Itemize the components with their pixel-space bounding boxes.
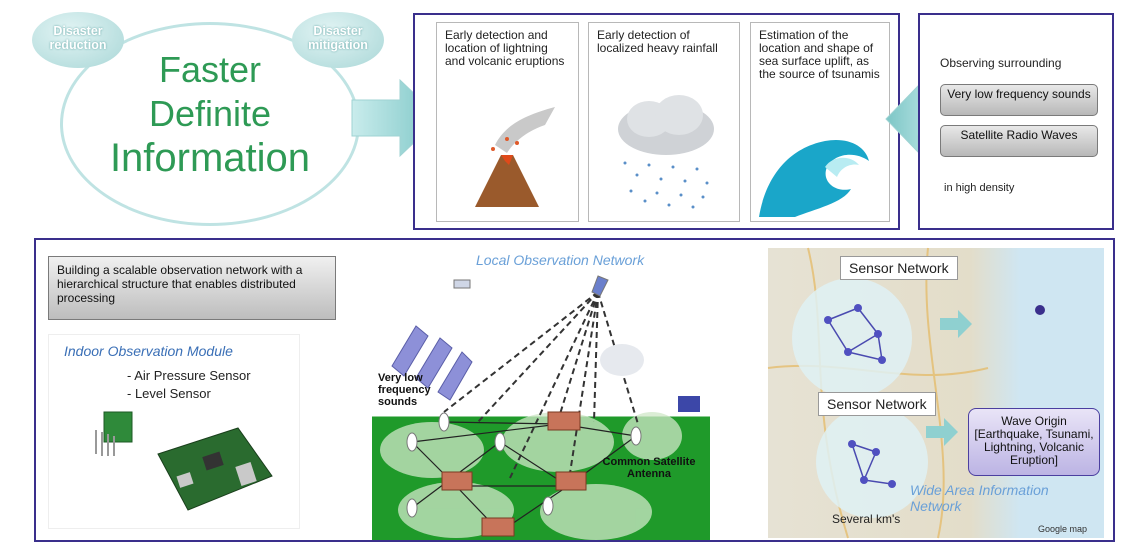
bubble-disaster-mitigation: Disaster mitigation bbox=[292, 12, 384, 68]
detection-card-volcano-text: Early detection and location of lightnin… bbox=[445, 28, 565, 68]
local-network-title: Local Observation Network bbox=[476, 252, 645, 268]
main-title-line-1: Faster bbox=[158, 49, 262, 90]
main-title-line-3: Information bbox=[109, 136, 311, 180]
sensor-board-icon bbox=[95, 411, 133, 456]
several-km-label: Several km's bbox=[832, 512, 901, 526]
observing-item-satellite: Satellite Radio Waves bbox=[940, 125, 1098, 157]
bubble-disaster-reduction-label: Disaster reduction bbox=[49, 24, 107, 52]
bubble-disaster-mitigation-label: Disaster mitigation bbox=[308, 24, 368, 52]
sensor-network-label-2: Sensor Network bbox=[818, 392, 936, 416]
google-map-credit: Google map bbox=[1038, 524, 1088, 534]
circuit-board-icon bbox=[157, 427, 273, 511]
bubble-disaster-reduction: Disaster reduction bbox=[32, 12, 124, 68]
observing-title: Observing surrounding bbox=[940, 56, 1062, 70]
detection-card-tsunami: Estimation of the location and shape of … bbox=[750, 22, 890, 222]
detection-card-tsunami-text: Estimation of the location and shape of … bbox=[759, 28, 880, 81]
wide-area-title: Wide Area Information Network bbox=[910, 482, 1049, 514]
building-text: Building a scalable observation network … bbox=[57, 263, 303, 305]
detection-card-rainfall: Early detection of localized heavy rainf… bbox=[588, 22, 740, 222]
observing-item-vlf: Very low frequency sounds bbox=[940, 84, 1098, 116]
map-roads bbox=[767, 247, 1045, 539]
main-title: Faster Definite Information bbox=[60, 48, 360, 180]
observing-panel bbox=[918, 13, 1114, 230]
volcano-icon bbox=[475, 107, 555, 207]
observing-footer: in high density bbox=[944, 182, 1015, 194]
vlf-label: Very low frequency sounds bbox=[378, 372, 431, 408]
sensor-network-label-1: Sensor Network bbox=[840, 256, 958, 280]
indoor-module-title: Indoor Observation Module bbox=[64, 343, 233, 359]
indoor-item-level: - Level Sensor bbox=[127, 386, 211, 401]
main-title-line-2: Definite bbox=[148, 93, 272, 134]
detection-card-rainfall-text: Early detection of localized heavy rainf… bbox=[597, 28, 718, 55]
wave-origin-box: Wave Origin [Earthquake, Tsunami, Lightn… bbox=[968, 408, 1100, 476]
wave-icon bbox=[759, 139, 869, 217]
wave-origin-label: Wave Origin [Earthquake, Tsunami, Lightn… bbox=[974, 414, 1094, 467]
rain-cloud-icon bbox=[618, 95, 714, 209]
indoor-module-box bbox=[48, 334, 300, 529]
building-text-box: Building a scalable observation network … bbox=[48, 256, 336, 320]
local-network-diagram bbox=[380, 275, 700, 540]
detection-card-volcano: Early detection and location of lightnin… bbox=[436, 22, 579, 222]
satellite-antenna-label: Common Satellite Antenna bbox=[602, 456, 696, 480]
indoor-item-air-pressure: - Air Pressure Sensor bbox=[127, 368, 251, 383]
